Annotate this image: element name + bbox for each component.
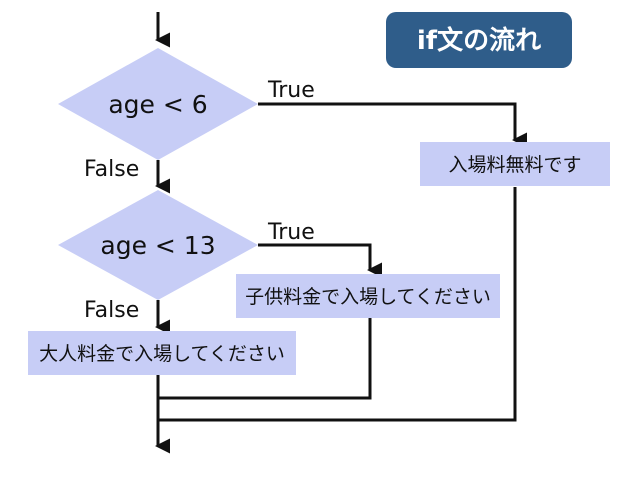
result-infant: 入場料無料です [420, 142, 610, 186]
result-child: 子供料金で入場してください [236, 274, 500, 318]
infant-return-line [158, 187, 517, 422]
result-label-infant: 入場料無料です [448, 154, 581, 176]
result-box-infant [420, 142, 610, 186]
result-adult: 大人料金で入場してください [28, 331, 296, 375]
true-arrow-1 [258, 102, 527, 148]
connectors [155, 12, 527, 454]
branch-label-true-2: True [267, 220, 315, 245]
decision-age-under-13: age < 13 [58, 190, 258, 300]
true-arrow-2 [258, 243, 382, 278]
condition-label-1: age < 6 [108, 90, 207, 119]
title-badge-background [386, 12, 572, 68]
result-label-adult: 大人料金で入場してください [39, 343, 285, 365]
branch-label-true-1: True [267, 78, 315, 103]
branch-label-false-1: False [84, 157, 139, 182]
decision-diamond-1 [58, 48, 258, 160]
decision-diamond-2 [58, 190, 258, 300]
result-label-child: 子供料金で入場してください [245, 286, 491, 308]
page-title: if文の流れ [417, 25, 541, 56]
child-return-line [158, 318, 372, 400]
result-box-child [236, 274, 500, 318]
title-badge: if文の流れ [386, 12, 572, 68]
decision-age-under-6: age < 6 [58, 48, 258, 160]
condition-label-2: age < 13 [100, 231, 215, 260]
branch-label-false-2: False [84, 298, 139, 323]
result-box-adult [28, 331, 296, 375]
